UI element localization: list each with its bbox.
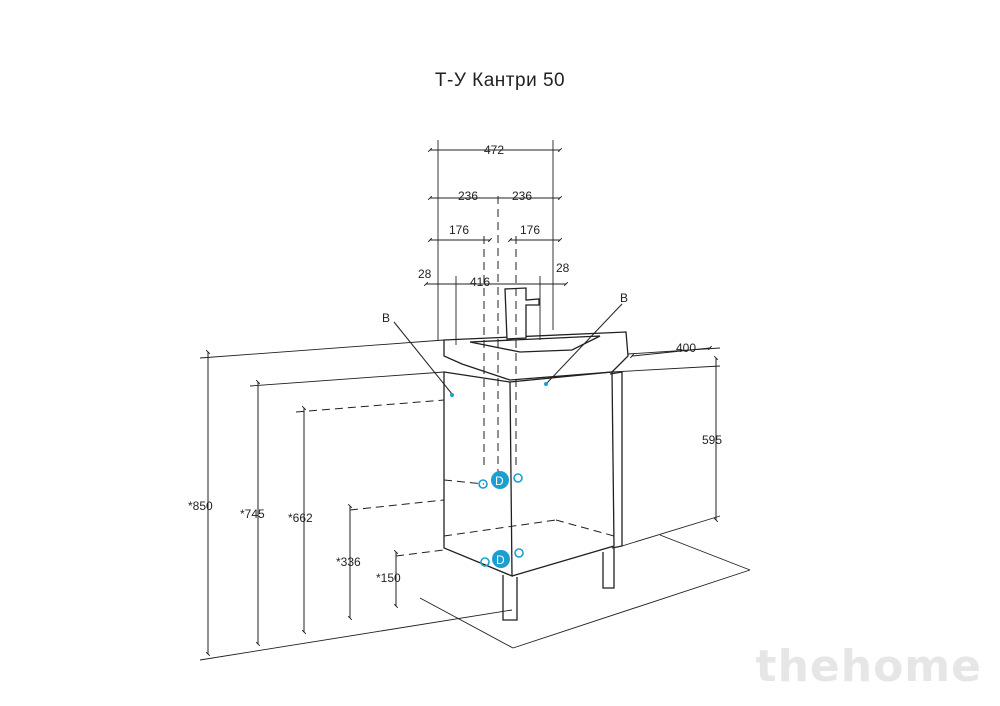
dim-edge-left: 28 (418, 267, 432, 281)
cabinet-side-panel (609, 371, 623, 549)
watermark-logo: thehome (755, 641, 982, 692)
dim-depth: 400 (676, 341, 696, 355)
callout-dot-left (450, 393, 454, 397)
dim-cabinet-height: 595 (702, 433, 722, 447)
connection-marker-lower: D (480, 548, 524, 568)
marker-d-lower: D (496, 553, 505, 567)
dim-inner-width: 416 (470, 275, 490, 289)
callout-b-left: B (382, 311, 390, 325)
basin-outline (443, 331, 629, 381)
dim-height-150: *150 (376, 571, 401, 585)
dim-height-745: *745 (240, 507, 265, 521)
dim-height-662: *662 (288, 511, 313, 525)
callout-dot-right (544, 382, 548, 386)
cabinet-side (509, 371, 615, 577)
drawing-title: Т-У Кантри 50 (434, 70, 566, 91)
connection-marker-upper: D (478, 471, 523, 489)
faucet (504, 287, 540, 340)
dim-offset-left: 176 (449, 223, 469, 237)
leg-front (502, 575, 518, 621)
marker-d-upper: D (495, 474, 504, 488)
dim-half-right: 236 (512, 189, 532, 203)
dim-edge-right: 28 (556, 261, 570, 275)
dim-offset-right: 176 (520, 223, 540, 237)
dim-total-height: *850 (188, 499, 213, 513)
callout-b-right: B (620, 291, 628, 305)
dim-height-336: *336 (336, 555, 361, 569)
basin-bowl (469, 335, 601, 353)
dim-width-total: 472 (484, 143, 504, 157)
leg-back (602, 548, 615, 589)
dim-half-left: 236 (458, 189, 478, 203)
